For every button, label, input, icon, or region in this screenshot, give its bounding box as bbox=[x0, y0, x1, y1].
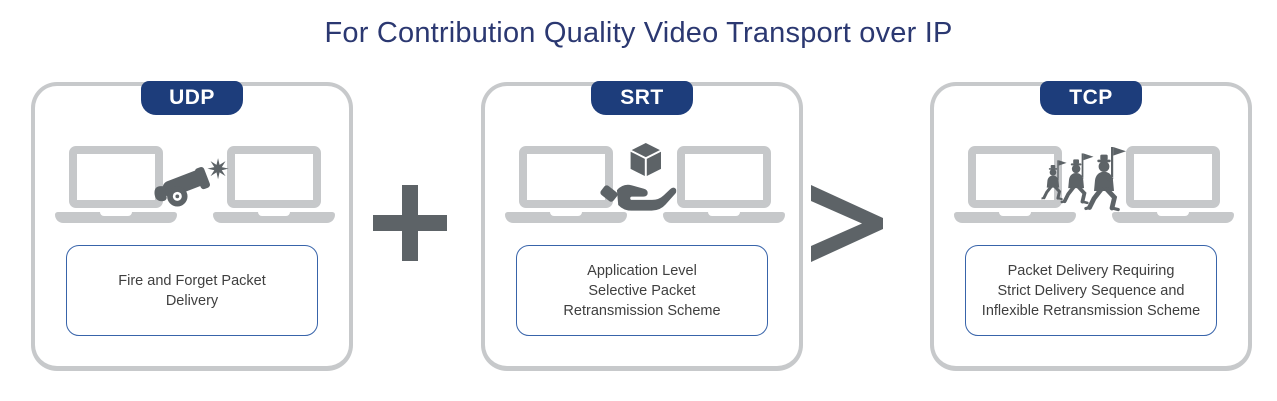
description-line: Fire and Forget Packet bbox=[118, 272, 266, 289]
laptop-icon bbox=[663, 146, 785, 223]
description-box-udp: Fire and Forget Packet Delivery bbox=[66, 245, 318, 336]
laptop-screen bbox=[519, 146, 613, 208]
page-title: For Contribution Quality Video Transport… bbox=[324, 17, 953, 49]
cannon-icon bbox=[149, 154, 231, 211]
greater-than-operator bbox=[811, 185, 883, 262]
description-line: Packet Delivery Requiring bbox=[1007, 262, 1175, 279]
card-udp: UDP bbox=[31, 81, 353, 371]
badge-srt: SRT bbox=[591, 81, 693, 115]
description-box-srt: Application Level Selective Packet Retra… bbox=[516, 245, 768, 336]
description-box-tcp: Packet Delivery Requiring Strict Deliver… bbox=[965, 245, 1217, 336]
laptop-base bbox=[505, 212, 627, 223]
description-line: Inflexible Retransmission Scheme bbox=[981, 302, 1201, 319]
laptop-icon bbox=[954, 146, 1076, 223]
laptop-screen bbox=[227, 146, 321, 208]
laptop-pair-tcp bbox=[934, 146, 1248, 232]
laptop-icon bbox=[55, 146, 177, 223]
laptop-base bbox=[1112, 212, 1234, 223]
laptop-base bbox=[663, 212, 785, 223]
laptop-base bbox=[213, 212, 335, 223]
description-line: Strict Delivery Sequence and bbox=[997, 282, 1185, 299]
laptop-pair-udp bbox=[35, 146, 349, 232]
laptop-screen bbox=[1126, 146, 1220, 208]
card-srt: SRT Application Level Selec bbox=[481, 81, 803, 371]
laptop-icon bbox=[213, 146, 335, 223]
laptop-base bbox=[55, 212, 177, 223]
card-tcp: TCP bbox=[930, 81, 1252, 371]
description-line: Retransmission Scheme bbox=[563, 302, 721, 319]
laptop-screen bbox=[69, 146, 163, 208]
laptop-base bbox=[954, 212, 1076, 223]
badge-tcp: TCP bbox=[1040, 81, 1142, 115]
description-line: Delivery bbox=[165, 292, 219, 309]
plus-operator bbox=[373, 185, 447, 261]
laptop-icon bbox=[505, 146, 627, 223]
hand-holding-box-icon bbox=[600, 140, 677, 219]
description-line: Selective Packet bbox=[588, 282, 696, 299]
badge-udp: UDP bbox=[141, 81, 243, 115]
laptop-screen bbox=[968, 146, 1062, 208]
laptop-icon bbox=[1112, 146, 1234, 223]
description-line: Application Level bbox=[587, 262, 697, 279]
laptop-pair-srt bbox=[485, 146, 799, 232]
marching-soldiers-icon bbox=[1040, 130, 1132, 214]
laptop-screen bbox=[677, 146, 771, 208]
